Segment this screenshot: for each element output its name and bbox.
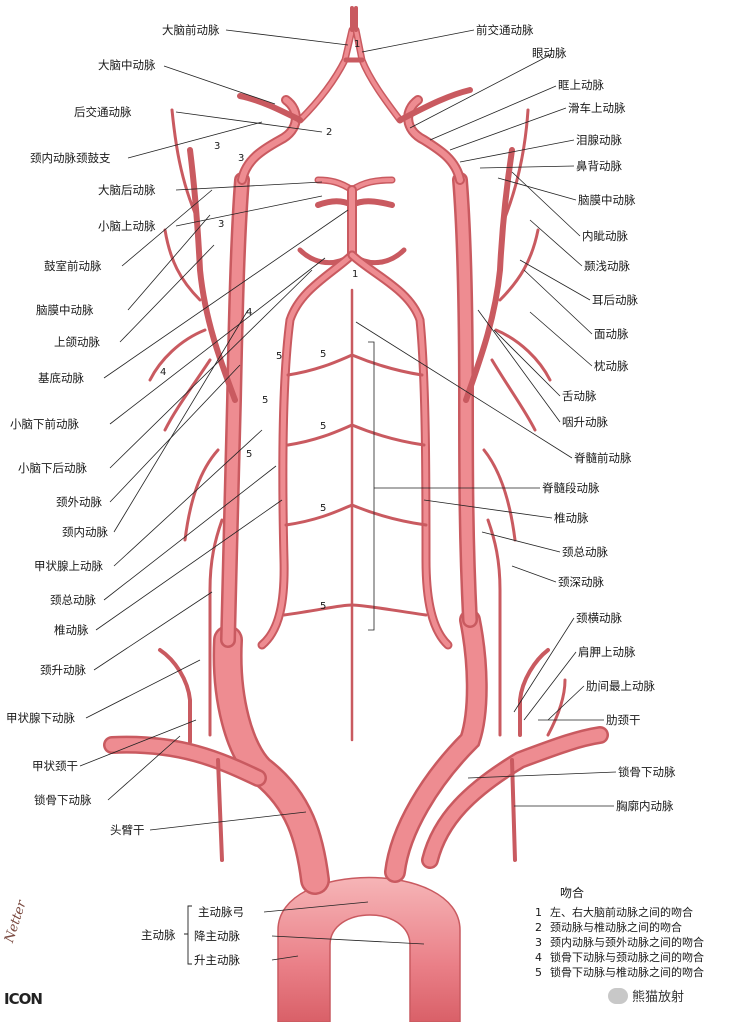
label-left: 颈升动脉: [40, 663, 86, 677]
wechat-icon: [608, 987, 628, 1004]
label-left: 小脑上动脉: [98, 219, 156, 233]
aorta-group-label: 主动脉: [141, 928, 176, 942]
label-right: 鼻背动脉: [576, 159, 622, 173]
anastomosis-number: 1: [352, 269, 359, 280]
label-left: 锁骨下动脉: [34, 793, 92, 807]
label-left: 颈内动脉: [62, 525, 108, 539]
label-left: 椎动脉: [54, 623, 89, 637]
label-left: 大脑后动脉: [98, 183, 156, 197]
leader-lines: [79, 29, 617, 831]
label-right: 颈深动脉: [558, 575, 604, 589]
label-left: 头臂干: [110, 823, 145, 837]
anastomosis-number: 1: [354, 39, 361, 50]
anastomosis-number: 5: [320, 601, 327, 612]
label-descending-aorta: 降主动脉: [194, 929, 240, 943]
aortic-arch: [277, 876, 461, 1023]
anastomosis-number: 5: [276, 351, 283, 362]
label-left: 甲状颈干: [32, 759, 78, 773]
anastomosis-number: 4: [246, 307, 253, 318]
anastomosis-number: 3: [238, 153, 245, 164]
label-right: 枕动脉: [594, 359, 629, 373]
label-left: 鼓室前动脉: [44, 259, 102, 273]
label-left: 小脑下前动脉: [10, 417, 79, 431]
label-right: 锁骨下动脉: [618, 765, 676, 779]
anastomosis-number: 5: [320, 421, 327, 432]
label-right: 舌动脉: [562, 389, 597, 403]
label-left: 颈总动脉: [50, 593, 96, 607]
label-right: 颞浅动脉: [584, 259, 630, 273]
label-left: 甲状腺上动脉: [34, 559, 103, 573]
label-right: 颈横动脉: [576, 611, 622, 625]
label-left: 基底动脉: [38, 371, 84, 385]
label-right: 肋间最上动脉: [586, 679, 655, 693]
anastomosis-number: 3: [214, 141, 221, 152]
label-right: 面动脉: [594, 327, 629, 341]
anastomosis-number: 5: [246, 449, 253, 460]
label-anterior-cerebral-artery: 大脑前动脉: [162, 23, 220, 37]
anastomosis-number: 2: [326, 127, 333, 138]
label-left: 甲状腺下动脉: [6, 711, 75, 725]
label-right: 脊髓段动脉: [542, 481, 600, 495]
label-right: 肋颈干: [606, 713, 641, 727]
label-right: 脊髓前动脉: [574, 451, 632, 465]
watermark: 熊猫放射: [608, 986, 684, 1005]
label-right: 脑膜中动脉: [578, 193, 636, 207]
label-right: 眶上动脉: [558, 78, 604, 92]
label-right: 内眦动脉: [582, 229, 628, 243]
label-ascending-aorta: 升主动脉: [194, 953, 240, 967]
label-left: 小脑下后动脉: [18, 461, 87, 475]
anastomosis-number: 5: [320, 349, 327, 360]
label-right: 滑车上动脉: [568, 101, 626, 115]
label-left: 颈内动脉颈鼓支: [30, 151, 111, 165]
label-right: 胸廓内动脉: [616, 799, 674, 813]
label-left: 颈外动脉: [56, 495, 102, 509]
label-aortic-arch: 主动脉弓: [198, 905, 244, 919]
label-right: 肩胛上动脉: [578, 645, 636, 659]
label-right: 眼动脉: [532, 46, 567, 60]
label-right: 椎动脉: [554, 511, 589, 525]
label-right: 咽升动脉: [562, 415, 608, 429]
label-right: 耳后动脉: [592, 293, 638, 307]
publisher-logo: ICON: [4, 990, 43, 1008]
great-vessels: [103, 6, 609, 895]
anastomosis-number: 5: [320, 503, 327, 514]
watermark-text: 熊猫放射: [632, 990, 685, 1005]
label-left: 上颌动脉: [54, 335, 100, 349]
anastomosis-number: 5: [262, 395, 269, 406]
label-right: 泪腺动脉: [576, 133, 622, 147]
anastomosis-number: 4: [160, 367, 167, 378]
label-right: 颈总动脉: [562, 545, 608, 559]
label-anterior-communicating-artery: 前交通动脉: [476, 23, 534, 37]
legend-title: 吻合: [560, 886, 585, 900]
anastomosis-number: 3: [218, 219, 225, 230]
label-left: 后交通动脉: [74, 105, 132, 119]
label-left: 脑膜中动脉: [36, 303, 94, 317]
label-left: 大脑中动脉: [98, 58, 156, 72]
